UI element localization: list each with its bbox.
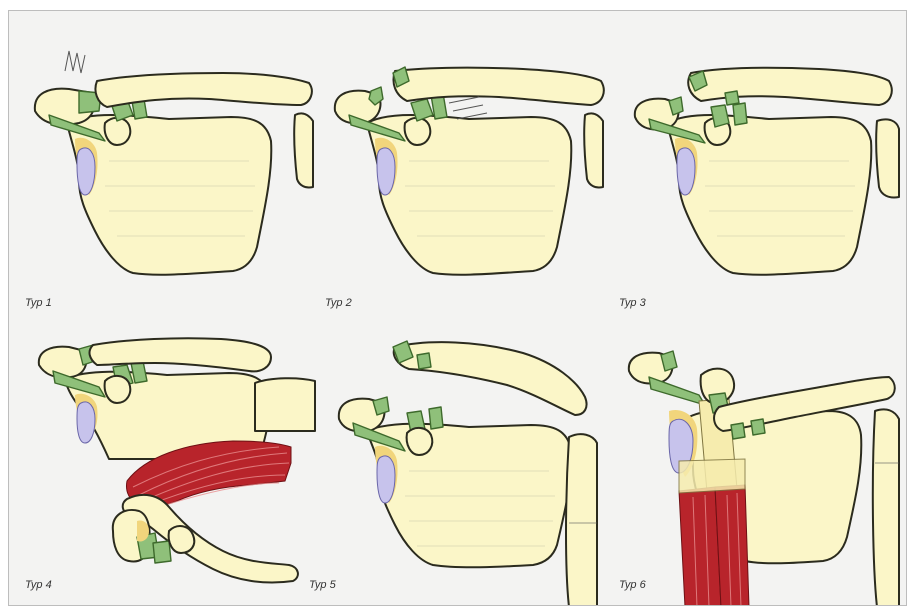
panel-label-typ4: Typ 4 bbox=[25, 579, 52, 591]
panel-label-typ5: Typ 5 bbox=[309, 579, 336, 591]
figure-artwork bbox=[9, 11, 907, 606]
panel-label-typ2: Typ 2 bbox=[325, 297, 352, 309]
injury-classification-figure: Typ 1 Typ 2 Typ 3 Typ 4 Typ 5 Typ 6 bbox=[8, 10, 907, 606]
panel-label-typ3: Typ 3 bbox=[619, 297, 646, 309]
panel-label-typ6: Typ 6 bbox=[619, 579, 646, 591]
panel-typ1-drawing bbox=[35, 51, 313, 275]
panel-typ4-drawing bbox=[39, 338, 315, 582]
panel-typ2-drawing bbox=[335, 67, 604, 275]
panel-label-typ1: Typ 1 bbox=[25, 297, 52, 309]
panel-typ3-drawing bbox=[635, 68, 899, 275]
panel-typ5-drawing bbox=[339, 341, 597, 606]
panel-typ6-drawing bbox=[629, 351, 899, 606]
